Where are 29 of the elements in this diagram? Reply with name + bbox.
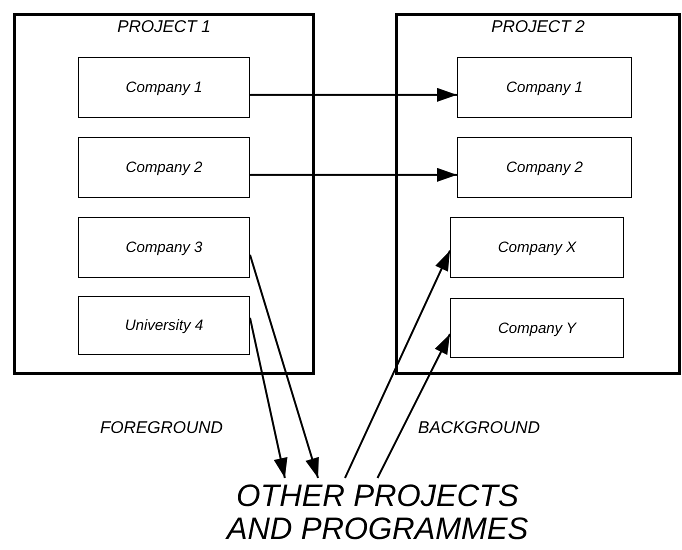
organisation-box	[78, 296, 250, 355]
arrow	[249, 254, 319, 478]
box-label: University 4	[124, 317, 204, 334]
arrow	[376, 334, 451, 478]
project-panel	[395, 13, 681, 375]
arrow	[344, 250, 451, 478]
organisation-box	[78, 217, 250, 278]
side-label: FOREGROUND	[100, 418, 223, 438]
organisation-box	[78, 57, 250, 118]
box-label: Company 1	[126, 79, 202, 96]
organisation-box	[457, 57, 632, 118]
arrow	[250, 168, 457, 182]
side-label: BACKGROUND	[418, 418, 540, 438]
box-label: Company 2	[126, 159, 202, 176]
arrow	[250, 88, 457, 102]
box-label: Company 2	[506, 159, 583, 176]
box-label: Company 1	[506, 79, 583, 96]
box-label: Company Y	[498, 320, 576, 336]
organisation-box	[78, 137, 250, 198]
node-label: OTHER PROJECTS AND PROGRAMMES	[224, 480, 530, 546]
box-label: Company 3	[126, 239, 202, 256]
organisation-box	[450, 298, 624, 358]
arrow	[249, 318, 288, 478]
panel-title: PROJECT 1	[116, 17, 212, 37]
panel-title: PROJECT 2	[490, 17, 586, 37]
organisation-box	[457, 137, 632, 198]
project-panel	[13, 13, 315, 375]
organisation-box	[450, 217, 624, 278]
box-label: Company X	[498, 239, 576, 256]
